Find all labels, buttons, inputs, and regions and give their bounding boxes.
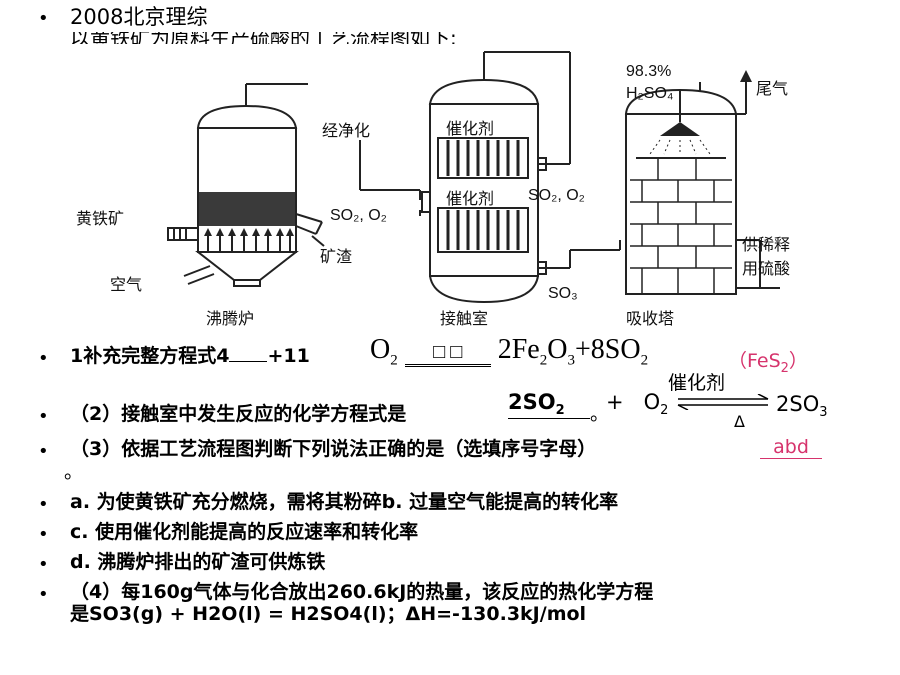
bullet: • bbox=[38, 494, 49, 515]
furnace-name: 沸腾炉 bbox=[206, 310, 254, 328]
q2-text: （2）接触室中发生反应的化学方程式是 bbox=[70, 403, 407, 425]
equilibrium-arrow bbox=[677, 394, 769, 410]
bullet: • bbox=[38, 554, 49, 575]
label-acid-pct: 98.3% bbox=[626, 63, 671, 80]
label-acid-formula: H₂SO₄ bbox=[626, 85, 673, 102]
q2-equation: + O2 bbox=[606, 390, 669, 419]
label-furnace-gas: SO₂, O₂ bbox=[330, 207, 387, 224]
contact-chamber bbox=[421, 51, 621, 304]
label-dilution-2: 用硫酸 bbox=[742, 260, 790, 278]
label-so3: SO₃ bbox=[548, 285, 578, 302]
bullet: • bbox=[38, 348, 49, 369]
delta-label: Δ bbox=[734, 412, 745, 431]
label-air: 空气 bbox=[110, 276, 142, 294]
boiling-furnace bbox=[167, 83, 421, 287]
bullet: • bbox=[38, 524, 49, 545]
label-tail-gas: 尾气 bbox=[756, 80, 788, 98]
q1-answer: （FeS2） bbox=[728, 350, 808, 376]
q2-answer-left: 2SO2 bbox=[508, 390, 590, 420]
bullet: • bbox=[38, 8, 49, 29]
q4-line1: （4）每160g气体与化合放出260.6kJ的热量，该反应的热化学方程 bbox=[70, 581, 654, 603]
label-dilution-1: 供稀释 bbox=[742, 236, 790, 254]
option-c: c. 使用催化剂能提高的反应速率和转化率 bbox=[70, 521, 419, 543]
label-pyrite: 黄铁矿 bbox=[76, 210, 124, 228]
q3-answer: abd bbox=[760, 436, 822, 459]
ore-bed bbox=[199, 192, 295, 226]
label-slag: 矿渣 bbox=[320, 248, 352, 266]
option-a-b: a. 为使黄铁矿充分燃烧，需将其粉碎b. 过量空气能提高的转化率 bbox=[70, 491, 619, 513]
label-purified: 经净化 bbox=[322, 122, 370, 140]
option-d: d. 沸腾炉排出的矿渣可供炼铁 bbox=[70, 551, 326, 573]
q1-equation: O2 □ □ 2Fe2O3+8SO2 bbox=[370, 334, 649, 369]
q2-period: 。 bbox=[590, 403, 610, 425]
subtitle: 以黄铁矿为原料生产硫酸的工艺流程图如下: bbox=[70, 32, 457, 44]
process-flow-diagram: 经净化 SO₂, O₂ 黄铁矿 矿渣 空气 沸腾炉 催化剂 催化剂 SO₂, O… bbox=[76, 51, 790, 328]
bullet: • bbox=[38, 584, 49, 605]
equation-arrow: □ □ bbox=[404, 341, 491, 367]
absorption-tower bbox=[624, 70, 780, 295]
q3-text: （3）依据工艺流程图判断下列说法正确的是（选填序号字母） bbox=[70, 438, 597, 460]
converter-name: 接触室 bbox=[440, 310, 488, 328]
label-catalyst-top: 催化剂 bbox=[446, 120, 494, 138]
absorber-name: 吸收塔 bbox=[626, 310, 674, 328]
q1-text: 1补充完整方程式4+11 bbox=[70, 345, 310, 367]
q3-period: 。 bbox=[64, 461, 84, 483]
catalyst-label: 催化剂 bbox=[668, 372, 726, 394]
q2-product: 2SO3 bbox=[776, 392, 828, 421]
q4-line2: 是SO3(g) + H2O(l) = H2SO4(l)；ΔH=-130.3kJ/… bbox=[70, 603, 587, 625]
label-catalyst-mid: 催化剂 bbox=[446, 190, 494, 208]
label-converter-gas: SO₂, O₂ bbox=[528, 187, 585, 204]
bullet: • bbox=[38, 406, 49, 427]
source-title: 2008北京理综 bbox=[70, 5, 208, 29]
bullet: • bbox=[38, 441, 49, 462]
